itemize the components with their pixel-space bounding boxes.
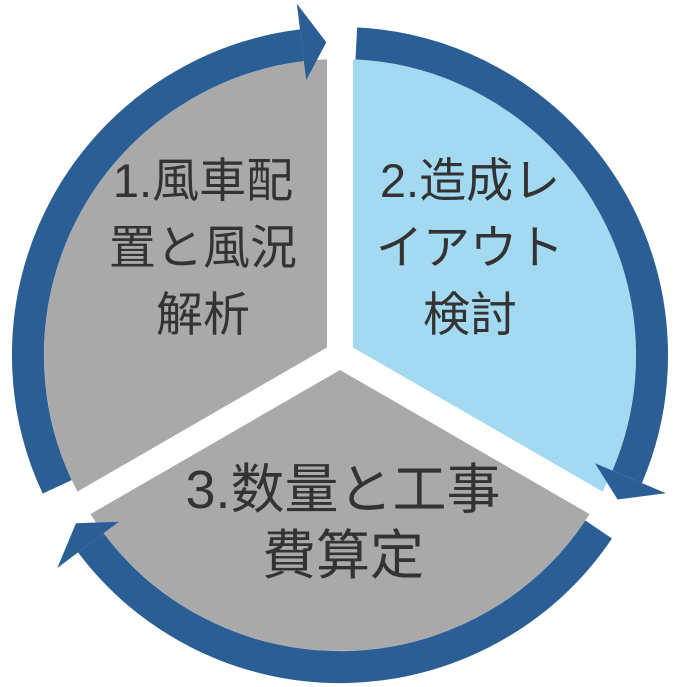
arrowhead-top-icon <box>296 3 327 81</box>
separator-bottom-left <box>73 343 347 517</box>
separator-bottom-right <box>333 343 607 517</box>
ring-arc-1 <box>11 29 304 494</box>
ring-arc-2 <box>355 27 668 484</box>
arrowhead-bottom-right-icon <box>595 463 666 500</box>
ring-arc-3 <box>78 520 612 684</box>
arrowhead-bottom-left-icon <box>57 521 119 568</box>
segment-3-wedge <box>83 355 597 651</box>
